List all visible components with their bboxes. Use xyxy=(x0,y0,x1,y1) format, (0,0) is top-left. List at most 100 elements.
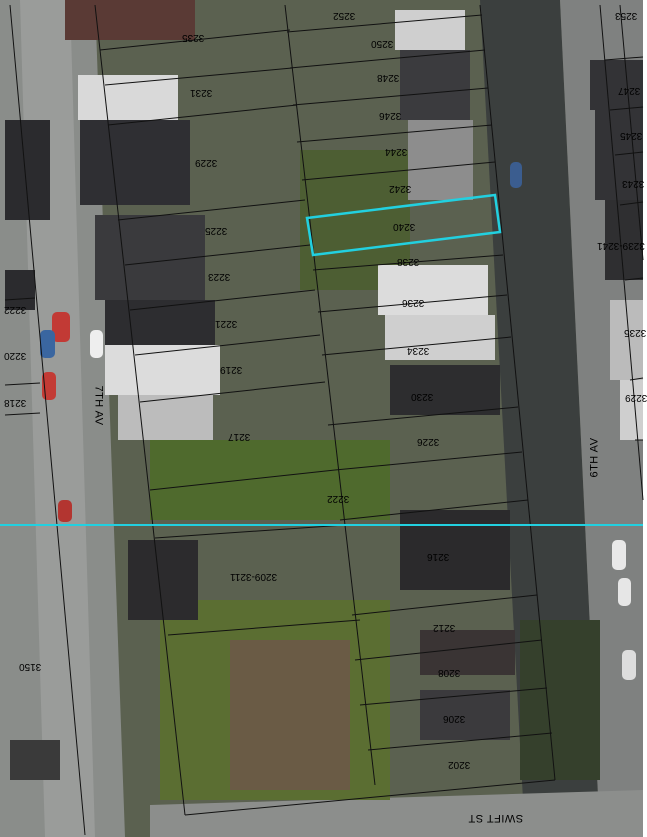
parcel-line xyxy=(301,161,496,181)
building-roof xyxy=(78,75,178,120)
parcel-label: 3221 xyxy=(215,318,238,329)
parcel-line xyxy=(321,336,512,356)
parcel-label: 3248 xyxy=(377,72,400,83)
parcel-line xyxy=(284,4,346,526)
parcel-label: 3220 xyxy=(4,350,27,361)
parcel-label: 3235 xyxy=(624,327,647,338)
building-roof xyxy=(590,60,643,110)
parcel-line xyxy=(99,29,291,51)
vegetation xyxy=(150,440,390,520)
parcel-label: 3231 xyxy=(190,87,213,98)
building-roof xyxy=(395,10,465,50)
parcel-label: 3222 xyxy=(4,304,27,315)
parked-car xyxy=(622,650,636,680)
parcel-line xyxy=(4,297,36,301)
building-roof xyxy=(400,510,510,590)
parcel-line xyxy=(351,594,538,616)
parcel-line xyxy=(117,199,306,221)
building-roof xyxy=(620,380,643,440)
parcel-line xyxy=(317,294,508,313)
parked-car xyxy=(52,312,70,342)
parcel-line xyxy=(354,639,543,661)
parcel-label: 3216 xyxy=(427,551,450,562)
parcel-label: 3235 xyxy=(182,32,205,43)
parcel-line xyxy=(359,687,548,706)
parcel-label: 3250 xyxy=(371,38,394,49)
building-roof xyxy=(105,345,220,395)
building-roof xyxy=(80,120,190,205)
parcel-label: 3226 xyxy=(417,436,440,447)
building-roof xyxy=(128,540,198,620)
parcel-line xyxy=(334,451,523,471)
parcel-line xyxy=(289,49,486,69)
parcel-line xyxy=(107,104,298,126)
street-label-bottom: SWIFT ST xyxy=(468,812,524,824)
parcel-boundaries xyxy=(4,4,644,836)
parcel-label: 3230 xyxy=(411,391,434,402)
parcel-line xyxy=(134,334,321,356)
parcel-label: 3246 xyxy=(379,110,402,121)
parcel-label: 3229 xyxy=(195,157,218,168)
parcel-label: 3252 xyxy=(333,10,356,21)
building-roof xyxy=(118,395,213,440)
parcel-label: 3236 xyxy=(402,297,425,308)
building-roof xyxy=(10,740,60,780)
parcel-label: 3245 xyxy=(620,130,643,141)
parcel-label: 3244 xyxy=(385,146,408,157)
parcel-line xyxy=(296,124,493,143)
parked-car xyxy=(510,162,522,188)
parcel-line xyxy=(367,732,553,751)
building-roof xyxy=(385,315,495,360)
parcel-label: 3243 xyxy=(622,178,645,189)
parcel-line xyxy=(139,381,326,403)
parcel-line xyxy=(619,201,644,206)
tree-cover xyxy=(520,620,600,780)
parcel-line xyxy=(339,499,529,521)
parcel-line xyxy=(599,4,644,501)
parcel-label: 3217 xyxy=(228,431,251,442)
building-roof xyxy=(390,365,500,415)
parcel-line xyxy=(292,87,489,106)
parcel-line xyxy=(344,524,376,786)
building-roof xyxy=(95,215,205,300)
parked-car xyxy=(58,500,72,522)
parcel-label: 3212 xyxy=(433,622,456,633)
parcel-line xyxy=(624,277,644,281)
parcel-line xyxy=(327,406,519,426)
parcel-line xyxy=(312,254,504,271)
parcel-line xyxy=(604,56,644,61)
parked-car xyxy=(618,578,631,606)
building-roof xyxy=(605,200,643,280)
building-roof xyxy=(5,270,35,310)
building-roof xyxy=(420,630,515,675)
highlighted-parcel-label[interactable]: 3240 xyxy=(393,221,416,232)
parcel-label: 3238 xyxy=(397,256,420,267)
parcel-line xyxy=(614,151,644,156)
parcel-line xyxy=(184,779,556,816)
parcel-label: 3225 xyxy=(205,225,228,236)
parcel-label: 3247 xyxy=(618,85,641,96)
swift-st-road xyxy=(150,790,643,837)
parcel-label: 3218 xyxy=(4,397,27,408)
building-roof xyxy=(408,120,473,200)
dirt-lot xyxy=(230,640,350,790)
parcel-line xyxy=(286,14,483,33)
building-roof xyxy=(65,0,195,40)
parcel-line xyxy=(154,524,346,539)
parcel-label: 3253 xyxy=(615,10,638,21)
parcel-label: 3209-3211 xyxy=(230,571,278,582)
parcel-line xyxy=(619,4,644,261)
parcel-line xyxy=(479,4,556,781)
parcel-line xyxy=(149,469,336,491)
parcel-line xyxy=(104,67,293,86)
street-label-right: 6TH AV xyxy=(588,437,601,478)
parcel-label: 3242 xyxy=(389,183,412,194)
parcel-line xyxy=(129,289,316,311)
building-roof xyxy=(378,265,488,315)
highlighted-parcel-outline[interactable] xyxy=(305,193,502,257)
parked-car xyxy=(90,330,103,358)
parcel-label: 3208 xyxy=(438,667,461,678)
parcel-line xyxy=(4,412,41,416)
